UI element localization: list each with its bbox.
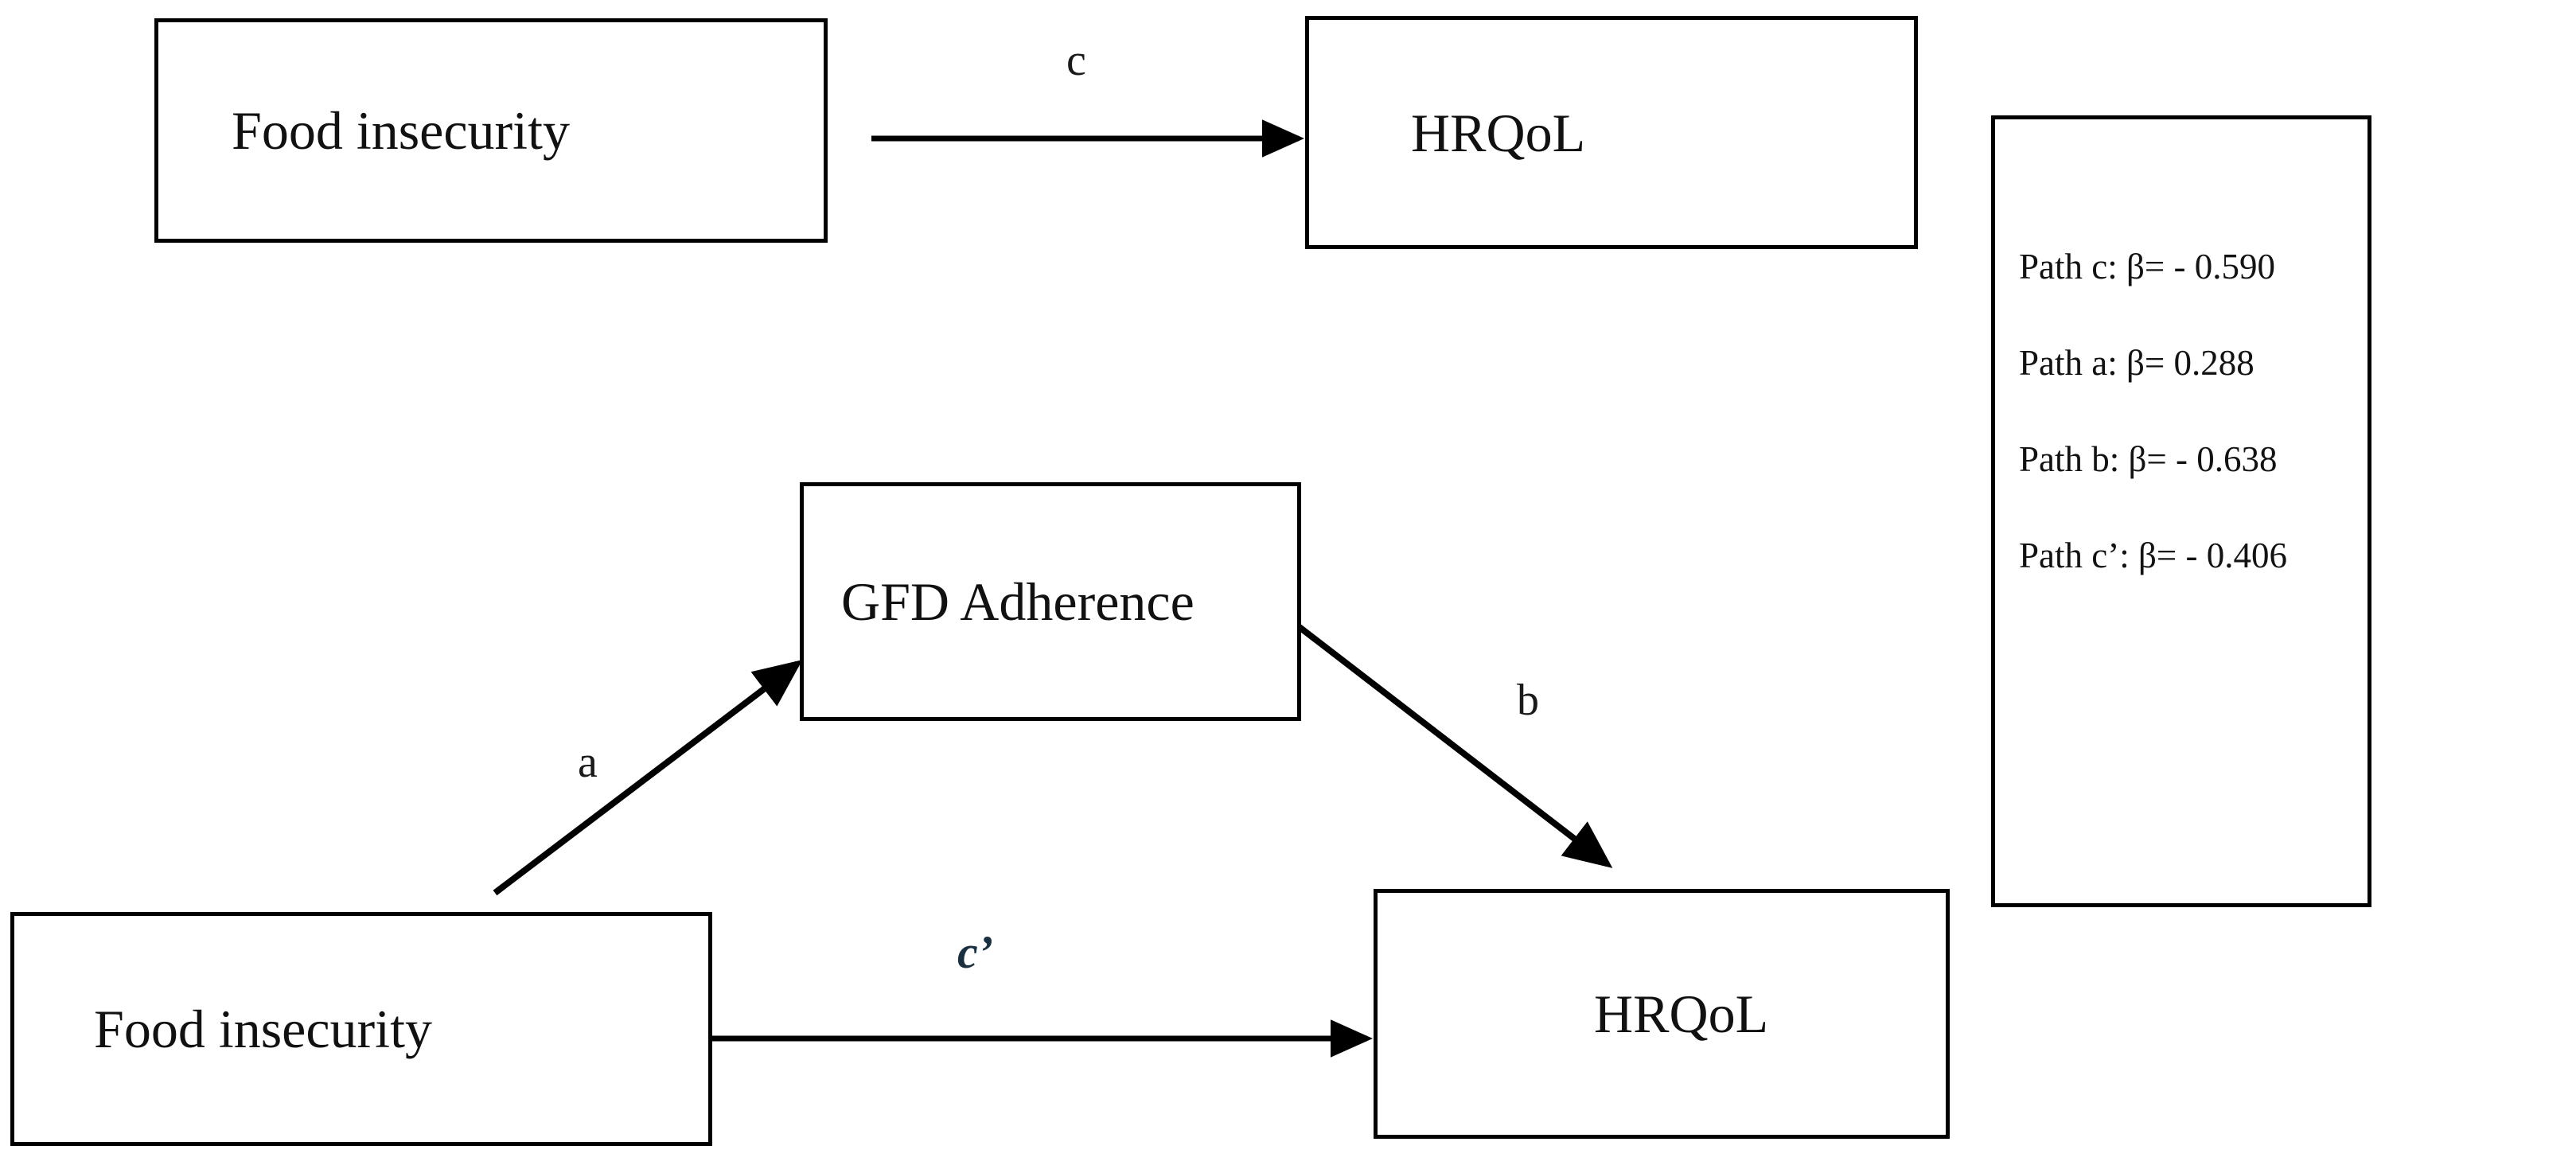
node-hrqol-top: HRQoL [1305, 16, 1918, 249]
node-label: GFD Adherence [841, 571, 1194, 632]
path-label-c-prime: c’ [957, 926, 994, 978]
node-label: HRQoL [1594, 984, 1769, 1044]
arrow-path-b [1280, 611, 1613, 868]
path-label-a: a [578, 738, 598, 787]
node-label: HRQoL [1411, 102, 1586, 163]
legend-item-path-a: Path a: β= 0.288 [2019, 343, 2254, 383]
node-food-insecurity-bottom: Food insecurity [10, 912, 712, 1146]
legend-item-path-c-prime: Path c’: β= - 0.406 [2019, 536, 2287, 575]
arrow-path-a [493, 660, 803, 896]
node-label: Food insecurity [232, 100, 570, 161]
path-label-b: b [1517, 676, 1539, 725]
path-label-c: c [1066, 36, 1086, 85]
node-label: Food insecurity [94, 999, 432, 1059]
legend-item-path-b: Path b: β= - 0.638 [2019, 439, 2278, 479]
node-food-insecurity-top: Food insecurity [154, 18, 828, 243]
legend-item-path-c: Path c: β= - 0.590 [2019, 247, 2275, 286]
legend-panel: Path c: β= - 0.590 Path a: β= 0.288 Path… [1991, 115, 2371, 907]
node-hrqol-bottom: HRQoL [1374, 889, 1950, 1139]
node-gfd-adherence: GFD Adherence [800, 482, 1301, 721]
legend-list: Path c: β= - 0.590 Path a: β= 0.288 Path… [2019, 249, 2360, 574]
